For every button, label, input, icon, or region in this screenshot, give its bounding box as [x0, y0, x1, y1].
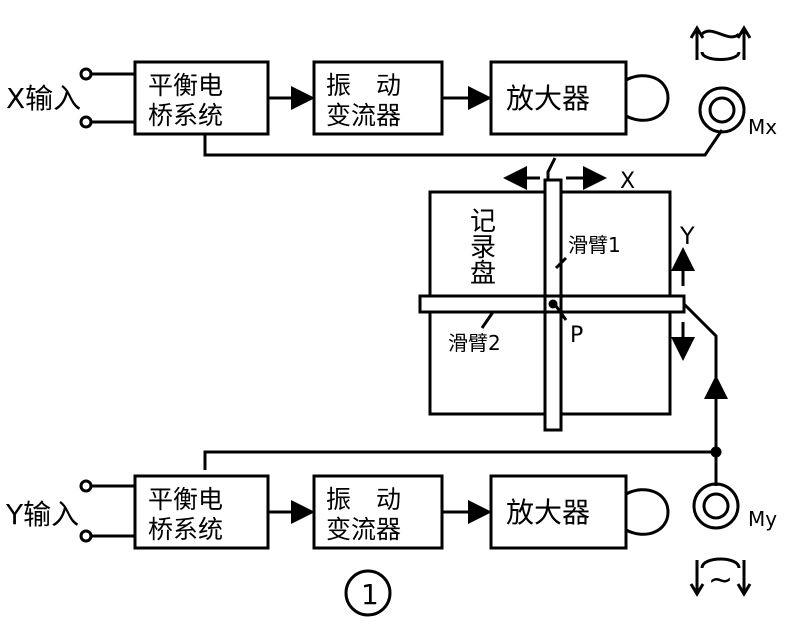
x-bridge-line2: 桥系统	[148, 101, 223, 130]
motor-mx-inner	[708, 96, 736, 124]
y-chopper-line1: 振 动	[326, 485, 401, 514]
y-axis-label: Y	[679, 222, 695, 250]
motor-mx-label: Mx	[748, 115, 777, 139]
y-bridge-line2: 桥系统	[148, 515, 223, 544]
motor-my	[692, 482, 740, 530]
x-input-terminal-bottom	[79, 115, 93, 129]
x-chopper-line2: 变流器	[326, 101, 401, 130]
pen-point-label: P	[570, 323, 583, 348]
y-input-label: Y输入	[5, 498, 79, 531]
motor-my-label: My	[748, 507, 777, 531]
slide-arm-2-label: 滑臂2	[448, 331, 501, 355]
x-ac-bottom-curve	[700, 51, 741, 61]
y-input-terminal-top	[79, 479, 93, 493]
x-ac-tilde	[700, 29, 741, 39]
y-ac-arrow-left	[689, 560, 705, 597]
x-input-label: X输入	[6, 82, 81, 115]
y-chopper-line2: 变流器	[326, 515, 401, 544]
y-input-terminal-bottom	[79, 529, 93, 543]
figure-number-circle	[344, 569, 392, 617]
board-label-line1: 记	[470, 207, 496, 237]
board-label-line3: 盘	[470, 259, 496, 289]
y-amp-output-loop	[625, 488, 670, 536]
y-amplifier-label: 放大器	[506, 496, 590, 529]
x-input-terminal-top	[79, 67, 93, 81]
x-bridge-line1: 平衡电	[148, 71, 223, 100]
pen-point	[548, 299, 558, 309]
y-ac-arrow-right	[736, 560, 752, 597]
motor-my-inner	[702, 492, 730, 520]
y-ac-tilde: ~	[708, 563, 733, 598]
slide-arm-1-label: 滑臂1	[568, 233, 621, 257]
y-bridge-line1: 平衡电	[148, 485, 223, 514]
x-axis-label: X	[620, 169, 635, 194]
x-chopper-line1: 振 动	[326, 71, 401, 100]
motor-mx	[698, 86, 746, 134]
x-amplifier-label: 放大器	[506, 82, 590, 115]
x-ac-arrow-right	[736, 25, 752, 60]
x-ac-arrow-left	[689, 25, 705, 60]
x-amp-output-loop	[625, 74, 670, 122]
figure-number: 1	[361, 578, 379, 611]
board-label-line2: 录	[470, 233, 496, 263]
y-ac-top-curve	[700, 557, 741, 569]
